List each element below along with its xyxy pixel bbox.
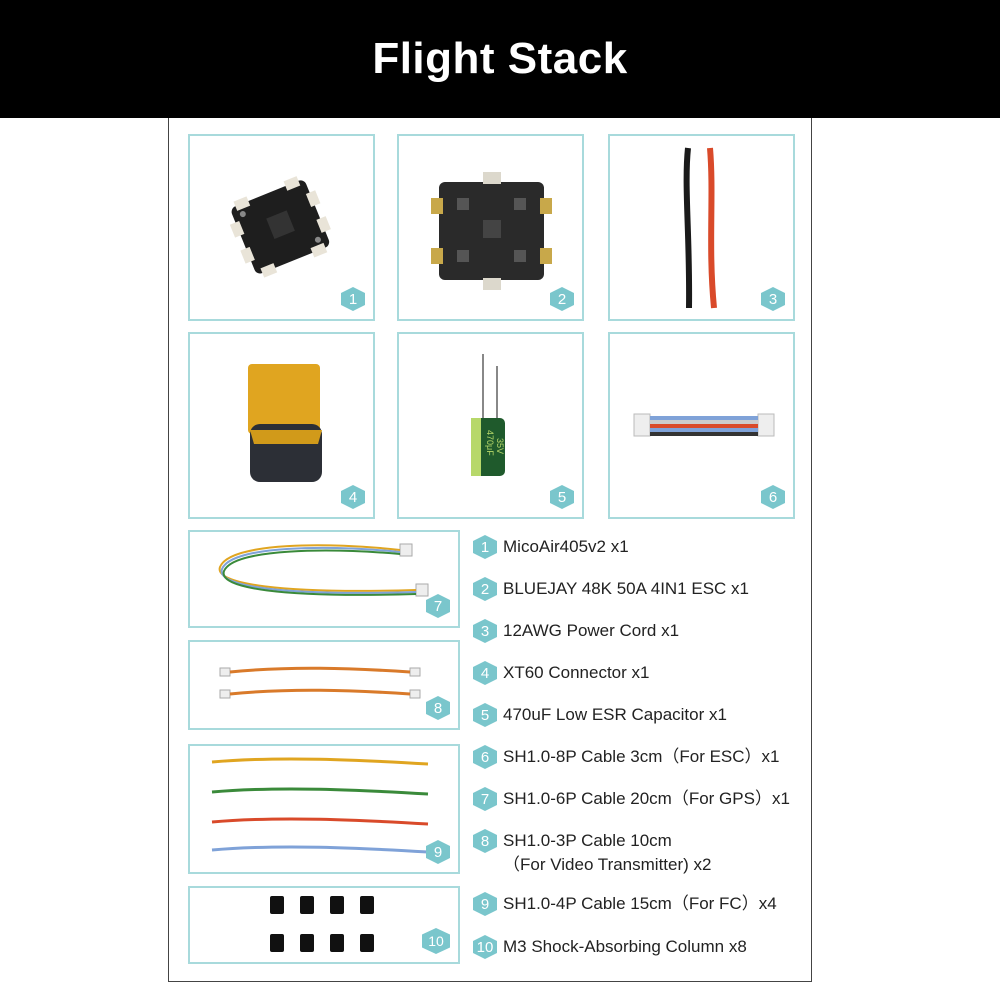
list-badge-8-icon: 8: [473, 829, 497, 853]
list-badge-6-icon: 6: [473, 745, 497, 769]
shock-columns-icon: [270, 896, 374, 952]
power-cords-icon: [683, 147, 717, 309]
list-item: 6 SH1.0-8P Cable 3cm（For ESC）x1: [473, 745, 780, 769]
badge-1-icon: 1: [341, 287, 365, 311]
cell-3: 3: [608, 134, 795, 321]
badge-9-icon: 9: [426, 840, 450, 864]
list-badge-1-icon: 1: [473, 535, 497, 559]
list-item-text: M3 Shock-Absorbing Column x8: [503, 937, 747, 956]
list-badge-4-icon: 4: [473, 661, 497, 685]
list-item: 8 SH1.0-3P Cable 10cm （For Video Transmi…: [473, 829, 711, 877]
list-item-text: MicoAir405v2 x1: [503, 537, 629, 556]
list-item: 10 M3 Shock-Absorbing Column x8: [473, 935, 747, 959]
list-item-text: XT60 Connector x1: [503, 663, 650, 682]
list-item: 2 BLUEJAY 48K 50A 4IN1 ESC x1: [473, 577, 749, 601]
header-bar: Flight Stack: [0, 0, 1000, 118]
cell-4: 4: [188, 332, 375, 519]
cell-9: 9: [188, 744, 460, 874]
list-item-text: SH1.0-8P Cable 3cm（For ESC）x1: [503, 747, 780, 766]
list-badge-5-icon: 5: [473, 703, 497, 727]
cell-10: 10: [188, 886, 460, 964]
fc-cables-icon: [211, 757, 429, 854]
list-badge-9-icon: 9: [473, 892, 497, 916]
cell-7: 7: [188, 530, 460, 628]
page-title: Flight Stack: [372, 34, 628, 83]
list-item-text: SH1.0-3P Cable 10cm: [503, 831, 672, 850]
list-item: 9 SH1.0-4P Cable 15cm（For FC）x4: [473, 892, 777, 916]
esc-cable-icon: [633, 413, 775, 437]
cell-1: 1: [188, 134, 375, 321]
badge-5-icon: 5: [550, 485, 574, 509]
list-item-text-line2: （For Video Transmitter) x2: [503, 855, 712, 874]
list-item-text: SH1.0-6P Cable 20cm（For GPS）x1: [503, 789, 790, 808]
list-badge-3-icon: 3: [473, 619, 497, 643]
list-item: 3 12AWG Power Cord x1: [473, 619, 679, 643]
badge-3-icon: 3: [761, 287, 785, 311]
flight-controller-board-icon: [229, 176, 331, 278]
badge-4-icon: 4: [341, 485, 365, 509]
badge-6-icon: 6: [761, 485, 785, 509]
cell-6: 6: [608, 332, 795, 519]
xt60-connector-icon: [248, 364, 322, 482]
cell-2: 2: [397, 134, 584, 321]
list-badge-7-icon: 7: [473, 787, 497, 811]
list-badge-10-icon: 10: [473, 935, 497, 959]
capacitor-print-line1: 470μF: [485, 430, 495, 456]
esc-board-icon: [431, 172, 552, 290]
list-item: 7 SH1.0-6P Cable 20cm（For GPS）x1: [473, 787, 790, 811]
capacitor-print-line2: 35V: [495, 438, 505, 454]
badge-2-icon: 2: [550, 287, 574, 311]
cell-8: 8: [188, 640, 460, 730]
list-item: 4 XT60 Connector x1: [473, 661, 649, 685]
badge-8-icon: 8: [426, 696, 450, 720]
list-item-text: BLUEJAY 48K 50A 4IN1 ESC x1: [503, 579, 750, 598]
list-badge-2-icon: 2: [473, 577, 497, 601]
list-item-text: 12AWG Power Cord x1: [503, 621, 680, 640]
gps-cable-icon: [218, 543, 429, 597]
list-item-text: 470uF Low ESR Capacitor x1: [503, 705, 727, 724]
vtx-cables-icon: [219, 666, 421, 699]
list-item-text: SH1.0-4P Cable 15cm（For FC）x4: [503, 894, 777, 913]
badge-7-icon: 7: [426, 594, 450, 618]
list-item: 1 MicoAir405v2 x1: [473, 535, 629, 559]
list-item: 5 470uF Low ESR Capacitor x1: [473, 703, 727, 727]
